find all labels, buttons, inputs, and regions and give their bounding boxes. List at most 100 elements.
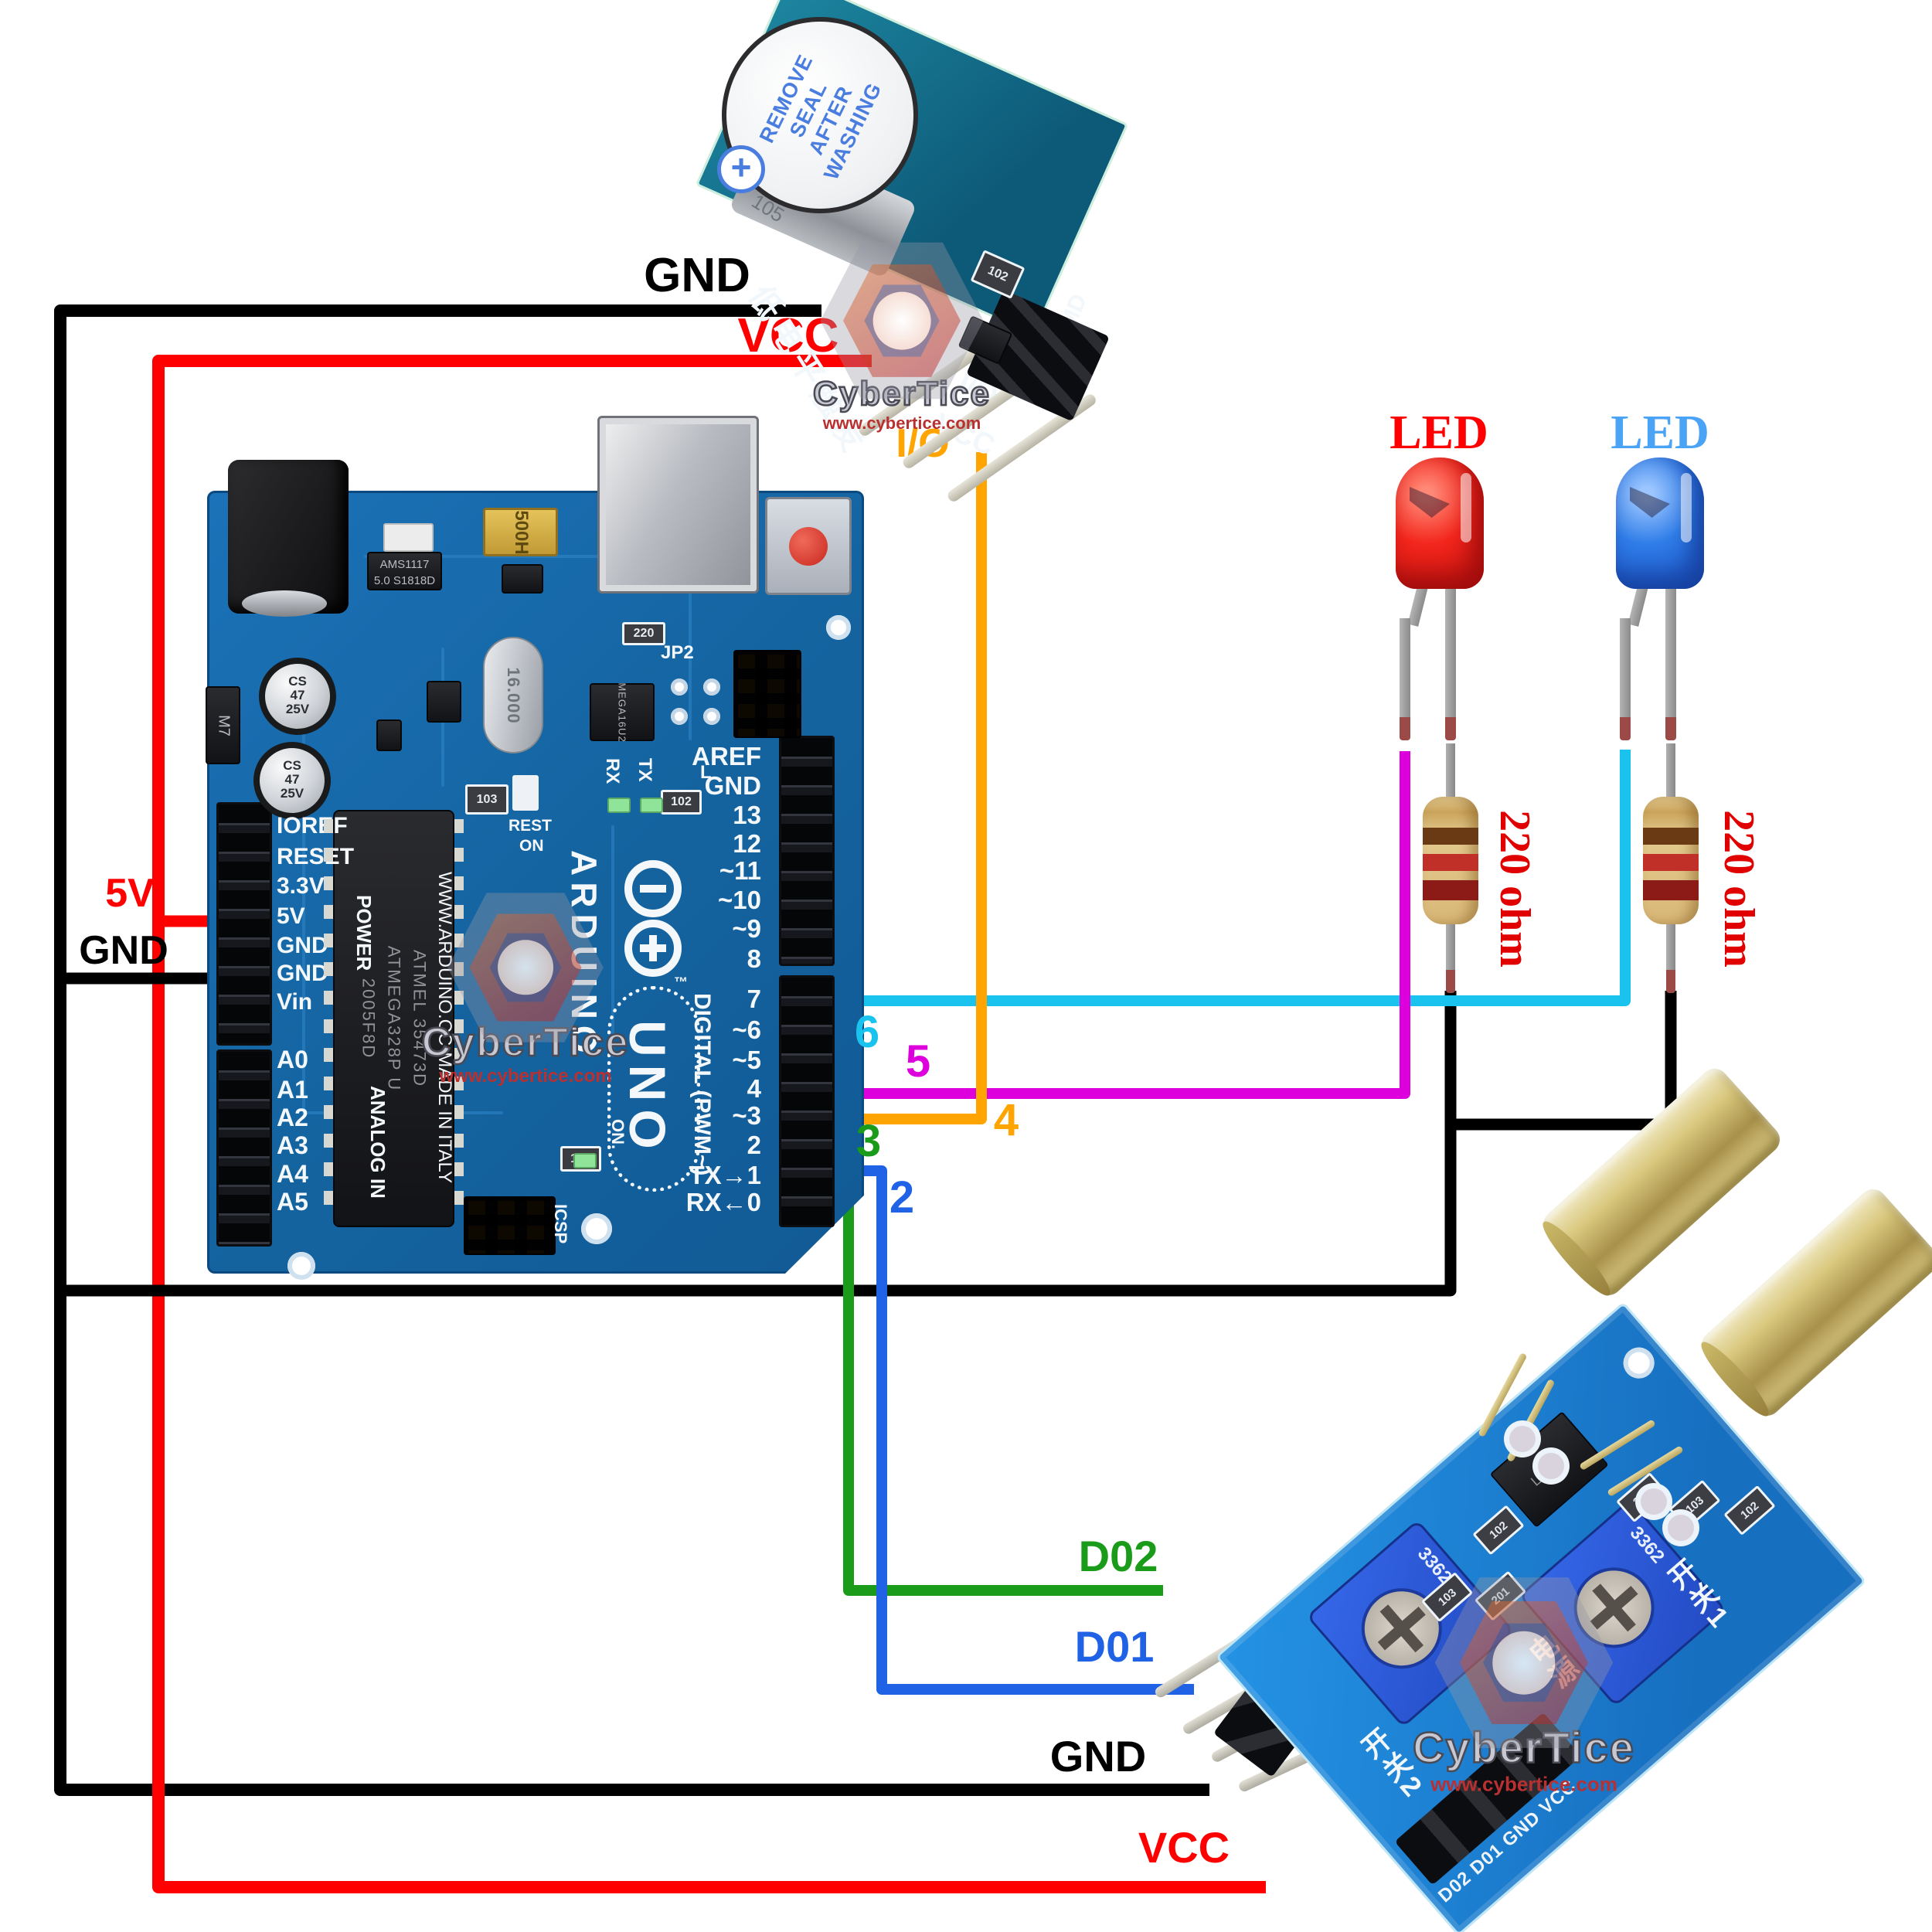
reset-en-pads	[512, 775, 539, 811]
mounting-hole	[826, 615, 851, 640]
power-silk: POWER	[352, 895, 376, 971]
digital-header-top	[779, 736, 835, 966]
reset-button	[765, 497, 852, 595]
pin-label-power-33V: 3.3V	[277, 873, 325, 899]
trimmer-pot: 3362	[1306, 1519, 1515, 1728]
label-5: 5	[905, 1036, 931, 1087]
jp2-header	[733, 650, 801, 738]
wire-gnd-main	[54, 304, 1209, 1796]
red-led-leg	[1445, 583, 1456, 719]
blue-led-leg	[1620, 618, 1631, 719]
tilt-mounting-hole	[1617, 1341, 1661, 1385]
icsp-header	[464, 1196, 556, 1255]
label-3: 3	[855, 1116, 882, 1166]
switch2-label: 开关2	[1353, 1723, 1430, 1805]
smd-capacitor	[383, 523, 434, 552]
on-silk: ON.	[608, 1119, 628, 1150]
pin-label-digital-bottom-4: 4	[747, 1074, 761, 1103]
mega16u2-chip: MEGA16U2	[590, 682, 655, 742]
power-jack	[228, 460, 349, 617]
pin-label-power-Vin: Vin	[277, 989, 313, 1015]
wire-gnd-r2	[1451, 991, 1677, 1131]
mounting-hole	[581, 1213, 612, 1244]
blue-led-leg	[1665, 583, 1676, 719]
pin-label-analog-A5: A5	[277, 1188, 308, 1216]
pin-label-digital-bottom-TX1: TX→1	[689, 1161, 761, 1189]
rx-led	[607, 798, 631, 813]
rx-label: RX	[602, 758, 623, 784]
usb-connector	[597, 416, 759, 594]
jp2-pads	[671, 679, 720, 725]
pin-label-digital-bottom-RX0: RX←0	[685, 1188, 761, 1216]
smd-chip	[376, 719, 402, 751]
tilt-smd-102: 102	[1723, 1485, 1776, 1536]
pin-label-digital-bottom-7: 7	[747, 985, 761, 1013]
label-2: 2	[889, 1172, 915, 1223]
tx-label: TX	[634, 758, 655, 782]
uno-oval	[607, 986, 700, 1192]
pin-label-digital-top-GND: GND	[704, 771, 761, 800]
pin-label-analog-A2: A2	[277, 1104, 308, 1131]
resistor-220ohm	[1423, 797, 1478, 924]
label-220-ohm: 220 ohm	[1491, 810, 1539, 968]
red-led-leg	[1400, 618, 1410, 719]
label-6: 6	[854, 1007, 880, 1057]
pin-label-digital-top-AREF: AREF	[692, 742, 761, 770]
analog-in-silk: ANALOG IN	[366, 1086, 389, 1199]
m7-diode: M7	[206, 686, 240, 764]
resistor-network-103: 103	[465, 784, 509, 815]
rest-on-label: ON	[519, 837, 544, 855]
power-header	[216, 802, 272, 1046]
label-220-ohm: 220 ohm	[1715, 810, 1763, 968]
l-led-label: L	[700, 762, 712, 783]
label-gnd: GND	[79, 928, 168, 973]
resistor-220: 220	[622, 622, 665, 645]
pin-label-analog-A3: A3	[277, 1131, 308, 1159]
label-vcc: VCC	[737, 309, 839, 362]
red-led	[1396, 457, 1484, 589]
pin-label-digital-bottom-~3: ~3	[732, 1101, 761, 1130]
arduino-uno-board	[207, 491, 864, 1274]
wire-vcc-main	[152, 355, 1266, 1893]
pin-label-digital-top-~9: ~9	[732, 914, 761, 943]
atmega328p-chip: ATMEL 35473D ATMEGA328P U 2005F8D	[324, 810, 464, 1227]
trademark: ™	[674, 975, 688, 990]
rest-label: REST	[509, 817, 553, 835]
label-led: LED	[1611, 406, 1709, 459]
pin-label-digital-bottom-~5: ~5	[732, 1046, 761, 1074]
jp2-label: JP2	[661, 642, 694, 663]
tx-led	[640, 798, 663, 813]
pin-label-power-5V: 5V	[277, 903, 305, 929]
analog-header	[216, 1049, 272, 1247]
wire-pin2	[827, 1165, 1194, 1695]
label-d02: D02	[1078, 1532, 1158, 1580]
digital-header-bottom	[779, 975, 835, 1227]
smd-transistor	[502, 564, 543, 594]
resistor-220ohm	[1643, 797, 1699, 924]
label-5v: 5V	[105, 871, 155, 916]
resistor-network-102: 102	[661, 790, 702, 815]
label-gnd: GND	[644, 249, 750, 302]
buzzer-plus-mark: +	[717, 145, 765, 193]
blue-led	[1616, 457, 1704, 589]
icsp-label: ICSP	[551, 1204, 570, 1244]
arduino-logo-text: ARDUINO	[564, 850, 604, 1060]
pin-label-analog-A1: A1	[277, 1076, 308, 1104]
arduino-infinity-logo	[624, 920, 682, 977]
reset-button-cap	[789, 526, 828, 566]
label-led: LED	[1389, 406, 1488, 459]
digital-pwm-label: DIGITAL (PWM~)	[689, 993, 715, 1176]
power-led	[573, 1153, 597, 1168]
pin-label-analog-A0: A0	[277, 1046, 308, 1073]
uno-text: UNO	[619, 1020, 676, 1157]
pin-label-digital-top-~11: ~11	[719, 856, 761, 885]
pin-label-digital-bottom-~6: ~6	[732, 1015, 761, 1044]
fuse-500h: 500H	[483, 508, 558, 556]
pin-label-analog-A4: A4	[277, 1160, 308, 1188]
